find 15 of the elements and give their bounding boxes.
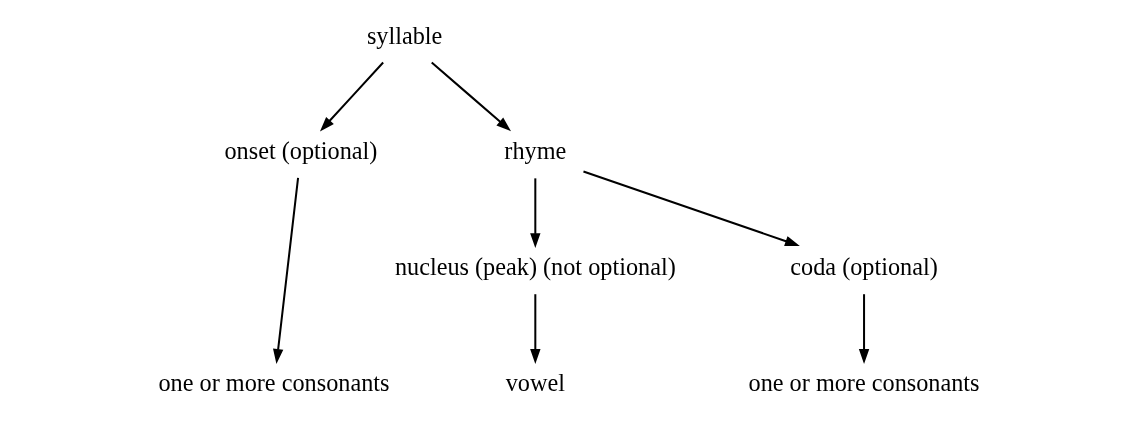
node-text: onset (optional) xyxy=(223,137,377,165)
arrow xyxy=(529,294,540,364)
node-text: one or more consonants xyxy=(157,369,389,397)
node-text: nucleus (peak) (not optional) xyxy=(394,253,676,281)
node-text: coda (optional) xyxy=(789,253,938,281)
node-text: vowel xyxy=(505,369,565,397)
node-text: one or more consonants xyxy=(748,369,980,397)
arrow xyxy=(430,61,511,132)
arrow xyxy=(529,178,540,249)
arrow xyxy=(858,294,869,364)
node-text: syllable xyxy=(366,21,442,49)
arrow xyxy=(272,177,299,364)
node-text: rhyme xyxy=(503,137,566,165)
arrow xyxy=(582,170,800,247)
arrow xyxy=(319,61,384,132)
